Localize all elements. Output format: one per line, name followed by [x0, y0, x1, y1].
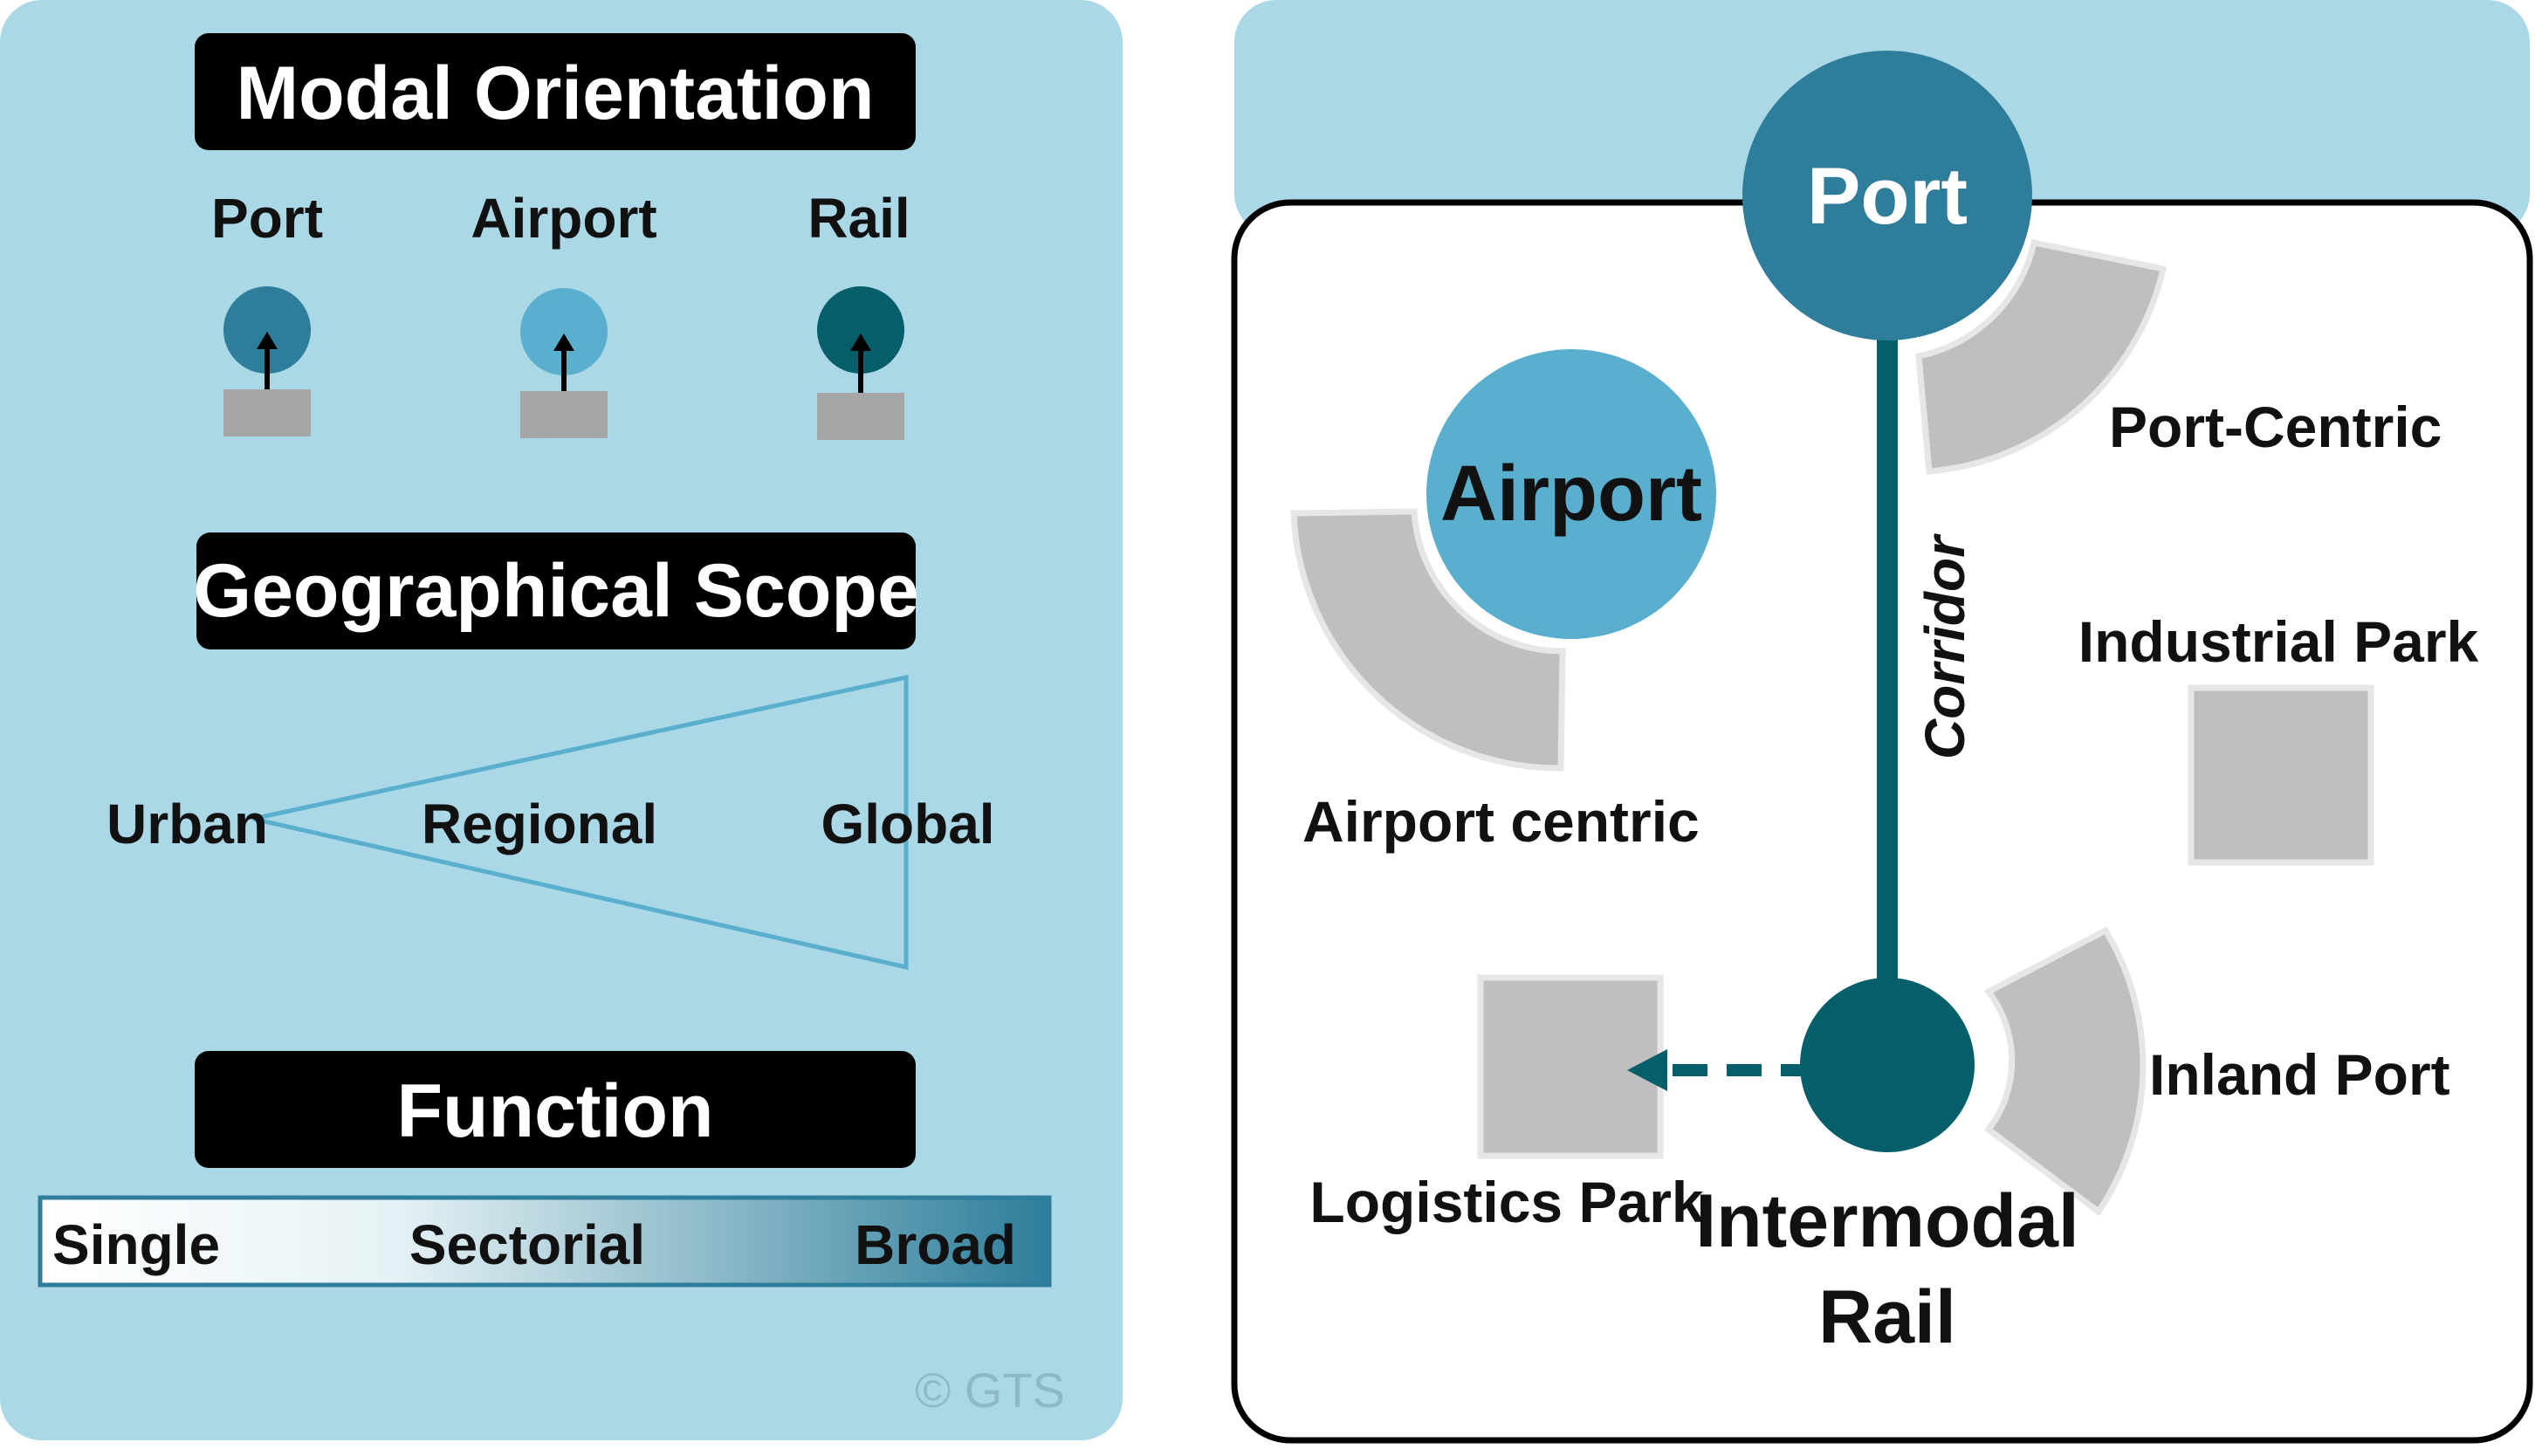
corridor-label: Corridor [1913, 533, 1976, 759]
modal-label-airport: Airport [471, 187, 656, 250]
scope-wedge [252, 674, 909, 971]
airport-mode-circle-icon [520, 288, 608, 375]
port-mode-circle-icon [223, 286, 311, 374]
port-node-label: Port [1807, 152, 1968, 241]
function-title: Function [396, 1069, 713, 1153]
function-label-single: Single [52, 1213, 220, 1276]
geographical-scope-title: Geographical Scope [193, 549, 919, 633]
scope-label-global: Global [821, 793, 994, 855]
function-label-broad: Broad [855, 1213, 1016, 1276]
inland-port-zone [1983, 926, 2147, 1217]
copyright-text: © GTS [915, 1363, 1065, 1418]
port-node [1742, 51, 2032, 340]
modal-item-port: Port [211, 187, 323, 436]
port-centric-label: Port-Centric [2109, 395, 2442, 459]
function-banner [195, 1051, 916, 1168]
industrial-park-block [2188, 684, 2374, 866]
modal-orientation-banner [195, 33, 916, 150]
function-gradient-bar [38, 1195, 1052, 1288]
port-centric-zone [1915, 238, 2167, 475]
modal-label-port: Port [211, 187, 323, 250]
airport-centric-label: Airport centric [1302, 789, 1700, 854]
scope-label-urban: Urban [106, 793, 268, 855]
airport-node [1426, 349, 1716, 639]
rail-mode-base [817, 393, 904, 440]
intermodal-rail-node [1800, 978, 1975, 1152]
intermodal-label-line2: Rail [1818, 1275, 1956, 1359]
airport-centric-zone [1290, 508, 1566, 772]
industrial-park-label: Industrial Park [2078, 609, 2479, 674]
function-label-sectorial: Sectorial [409, 1213, 645, 1276]
airport-mode-base [520, 391, 608, 438]
scope-label-regional: Regional [422, 793, 657, 855]
intermodal-label-line1: Intermodal [1695, 1179, 2079, 1263]
inland-port-label: Inland Port [2149, 1042, 2450, 1107]
modal-item-airport: Airport [471, 187, 657, 438]
logistics-park-block [1477, 974, 1664, 1159]
logistics-park-label: Logistics Park [1309, 1170, 1703, 1234]
modal-item-rail: Rail [807, 187, 910, 440]
rail-mode-circle-icon [817, 286, 904, 374]
modal-label-rail: Rail [807, 187, 910, 250]
modal-orientation-title: Modal Orientation [237, 52, 875, 135]
geographical-scope-banner [196, 532, 916, 649]
airport-node-label: Airport [1440, 450, 1702, 538]
port-mode-base [223, 389, 311, 436]
